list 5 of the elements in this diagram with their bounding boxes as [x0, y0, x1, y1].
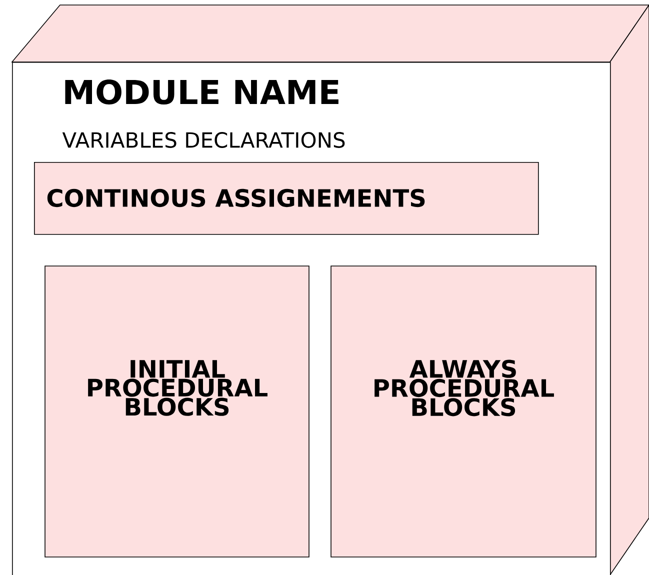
- block-box: ALWAYS PROCEDURAL BLOCKS: [330, 266, 596, 558]
- module-title: MODULE NAME: [65, 80, 338, 104]
- module-subtitle: VARIABLES DECLARATIONS: [62, 132, 345, 148]
- block-box: INITIAL PROCEDURAL BLOCKS: [44, 266, 310, 558]
- assignment-box: CONTINOUS ASSIGNEMENTS: [34, 162, 539, 235]
